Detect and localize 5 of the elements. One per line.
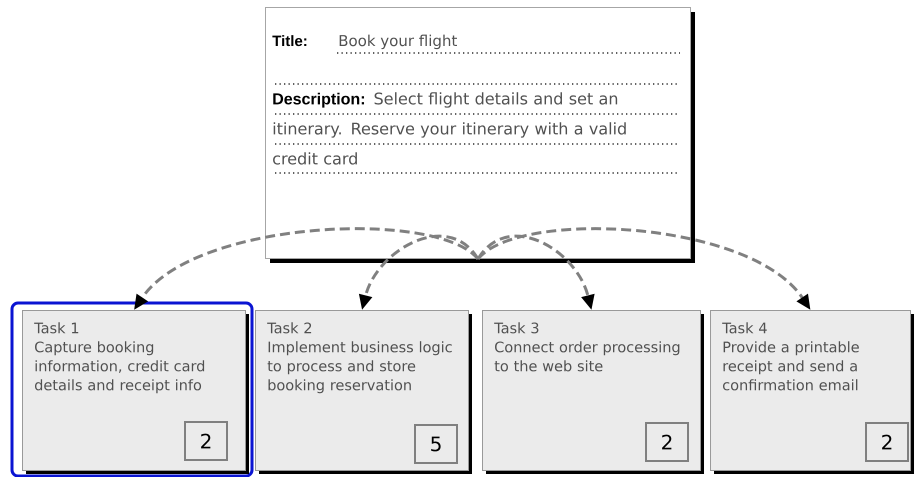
estimate-box: 2 <box>645 422 689 462</box>
estimate-box: 2 <box>184 421 228 461</box>
story-card: Title: Book your flight Description: Select flight details and set an itinerary. Reserve your itinerary with a valid credit card <box>265 7 695 263</box>
estimate-box: 2 <box>865 422 910 462</box>
estimate-box: 5 <box>414 424 458 464</box>
